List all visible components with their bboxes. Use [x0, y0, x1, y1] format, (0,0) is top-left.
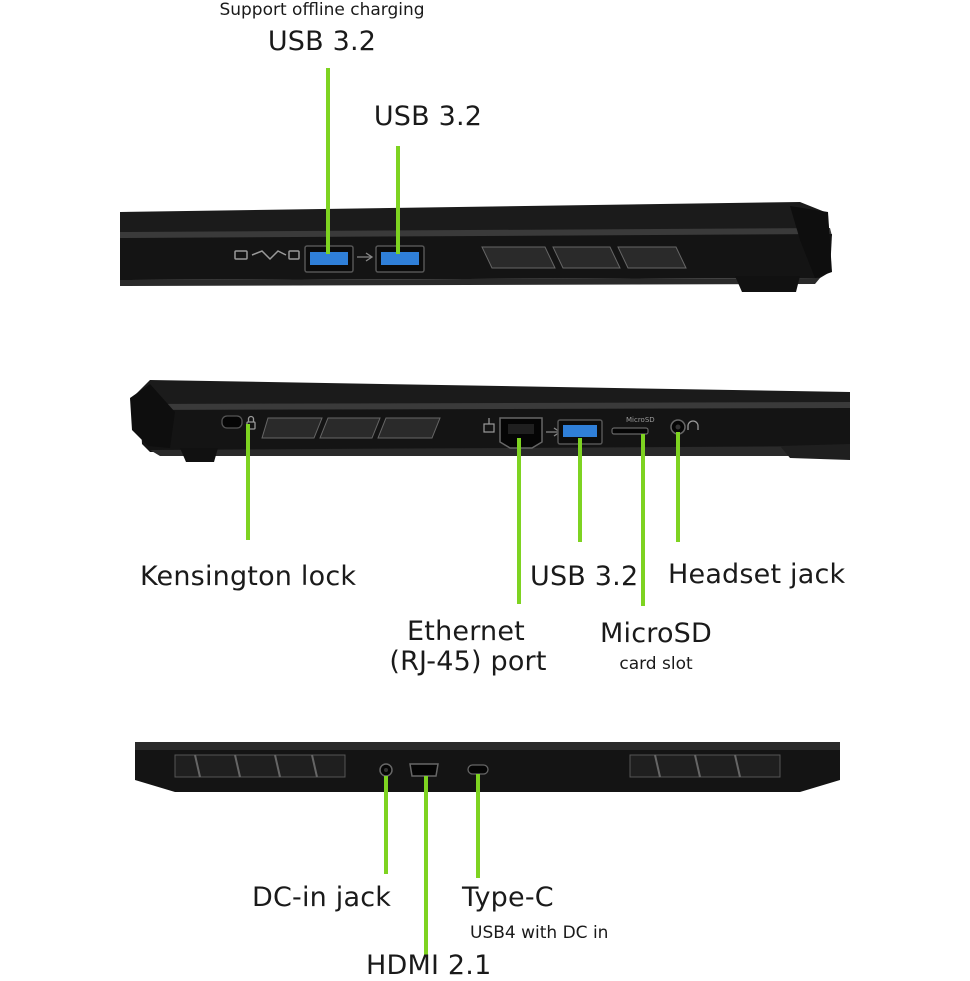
leader-usb-2 — [396, 146, 400, 254]
vent-grille — [174, 754, 346, 778]
dc-in-label: DC-in jack — [252, 882, 392, 913]
kensington-slot — [221, 415, 243, 429]
headset-label: Headset jack — [668, 559, 846, 590]
leader-headset — [676, 432, 680, 542]
leader-type-c — [476, 774, 480, 878]
usb-port-2 — [375, 245, 425, 273]
leader-usb-left — [578, 438, 582, 542]
microsd-sub: card slot — [619, 654, 693, 674]
hdmi-port — [409, 763, 439, 777]
kensington-label: Kensington lock — [140, 561, 357, 592]
usb-2-title: USB 3.2 — [373, 101, 483, 132]
leader-kensington — [246, 424, 250, 540]
headset-icon — [687, 420, 699, 430]
hdmi-label: HDMI 2.1 — [366, 950, 492, 981]
ethernet-title: Ethernet — [407, 616, 525, 647]
leader-microsd — [641, 434, 645, 606]
microsd-port-label: MicroSD — [626, 416, 655, 424]
ethernet-port — [499, 417, 543, 449]
usb-offline-note: Support offline charging — [219, 0, 425, 20]
right-side-view — [120, 202, 832, 292]
leader-usb-offline — [326, 68, 330, 254]
usb-icon — [357, 252, 374, 262]
battery-icon — [234, 250, 248, 260]
type-c-title: Type-C — [462, 882, 554, 913]
leader-dc-in — [384, 776, 388, 874]
usb-left-label: USB 3.2 — [530, 561, 639, 592]
usb-offline-title: USB 3.2 — [267, 26, 377, 57]
type-c-sub: USB4 with DC in — [470, 923, 609, 943]
ethernet-icon — [483, 418, 495, 433]
leader-ethernet — [517, 438, 521, 604]
usb-icon — [251, 250, 300, 261]
vent-grille — [629, 754, 781, 778]
vent-grille — [481, 246, 687, 269]
ethernet-sub: (RJ-45) port — [389, 646, 547, 677]
vent-grille — [261, 417, 441, 439]
leader-hdmi — [424, 776, 428, 956]
dc-in-port — [379, 763, 393, 777]
rear-view — [135, 742, 840, 792]
microsd-title: MicroSD — [600, 618, 712, 649]
left-side-view: MicroSD — [130, 380, 850, 462]
microsd-slot: MicroSD — [611, 416, 655, 435]
type-c-port — [467, 764, 489, 775]
